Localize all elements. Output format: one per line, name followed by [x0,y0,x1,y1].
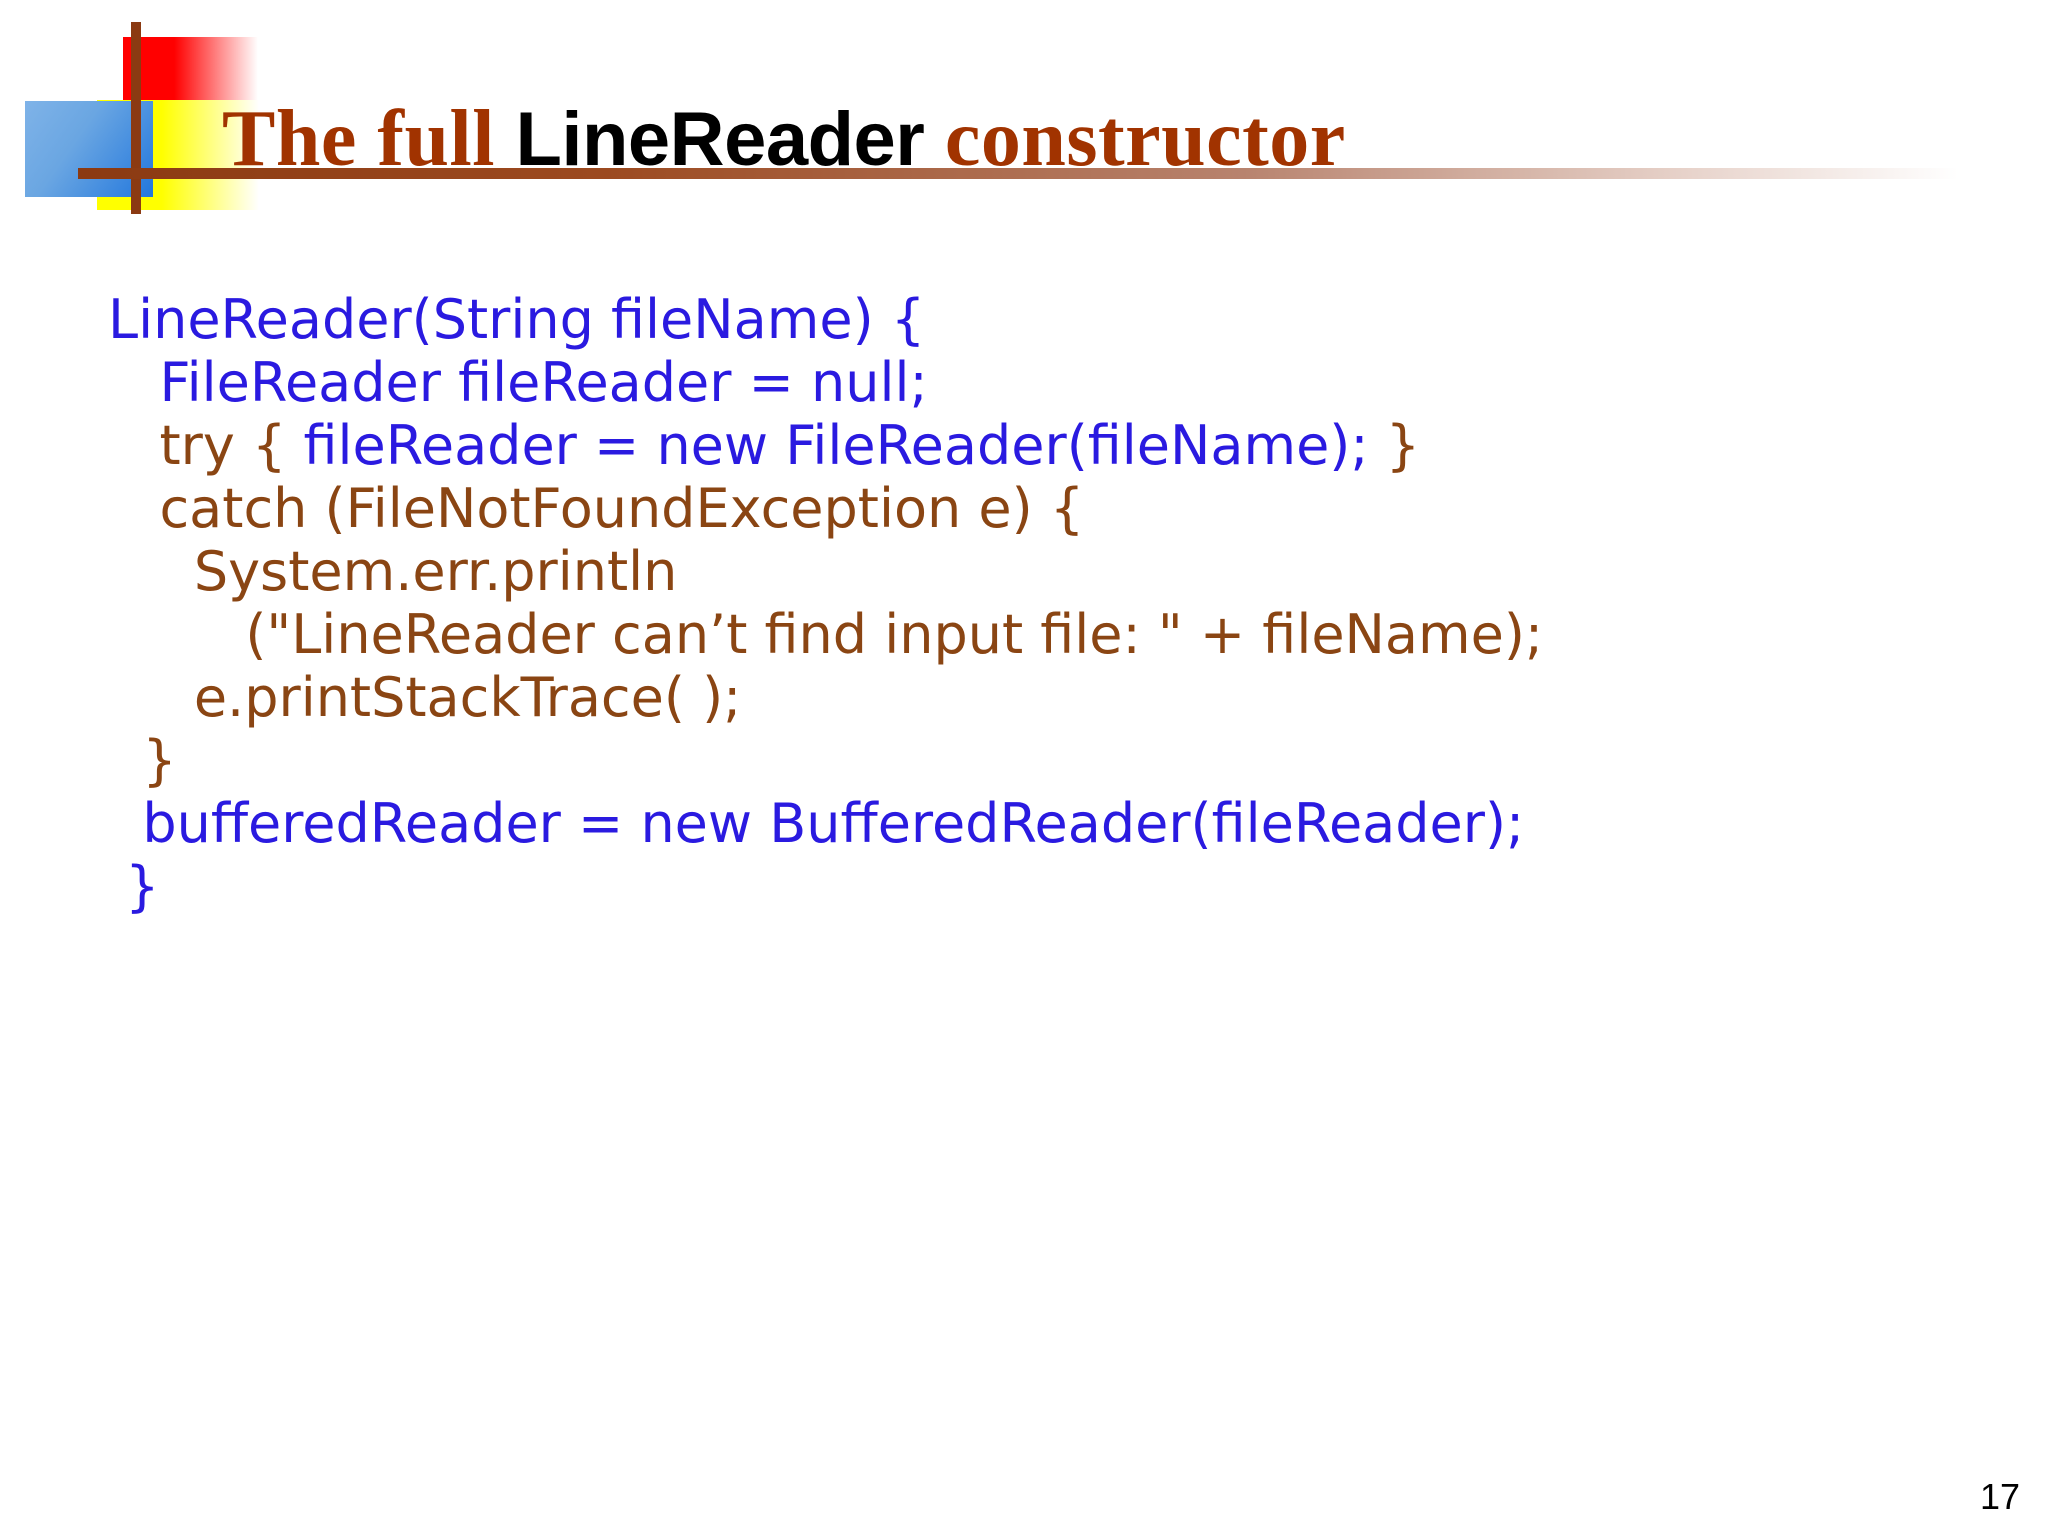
code-token: } [108,729,177,792]
code-token: fileReader = new FileReader(fileName); [303,414,1386,477]
code-token: LineReader(String fileName) { [108,288,926,351]
title-part-classname: LineReader [515,97,925,183]
code-line: FileReader fileReader = null; [108,351,1938,414]
code-token: ("LineReader can’t find input file: " + … [108,603,1544,666]
code-token: bufferedReader = new BufferedReader(file… [108,792,1525,855]
code-token: } [108,855,160,918]
code-block: LineReader(String fileName) { FileReader… [108,288,1938,918]
code-line: LineReader(String fileName) { [108,288,1938,351]
code-token: catch (FileNotFoundException e) { [108,477,1085,540]
title-part-suffix: constructor [924,95,1346,184]
title-underline-rule [78,168,1958,179]
slide-logo-decoration [0,0,300,230]
code-line: } [108,855,1938,918]
code-line: e.printStackTrace( ); [108,666,1938,729]
code-line: bufferedReader = new BufferedReader(file… [108,792,1938,855]
code-line: System.err.println [108,540,1938,603]
code-token: FileReader fileReader = null; [108,351,928,414]
code-token: try { [108,414,304,477]
page-number: 17 [1979,1476,2020,1517]
page-title: The full LineReader constructor [222,99,1346,179]
code-line: catch (FileNotFoundException e) { [108,477,1938,540]
code-token: } [1385,414,1421,477]
vertical-bar-icon [131,22,141,214]
code-line: } [108,729,1938,792]
code-token: e.printStackTrace( ); [108,666,742,729]
title-part-prefix: The full [222,95,516,184]
code-token: System.err.println [108,540,678,603]
code-line: ("LineReader can’t find input file: " + … [108,603,1938,666]
code-line: try { fileReader = new FileReader(fileNa… [108,414,1938,477]
